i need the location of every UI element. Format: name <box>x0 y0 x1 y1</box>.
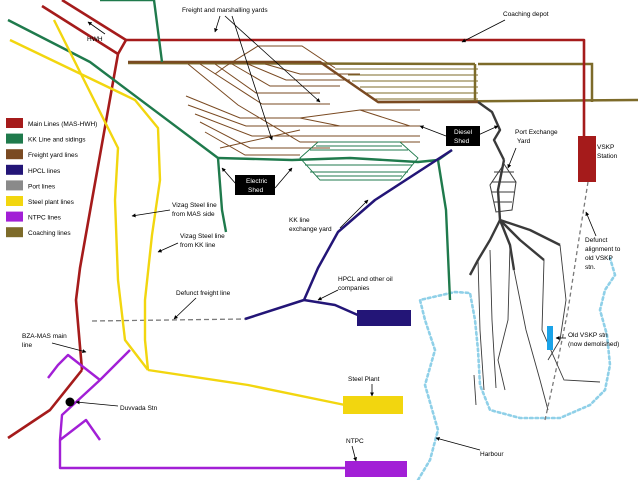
legend-label: Coaching lines <box>28 230 71 237</box>
legend-label: Steel plant lines <box>28 199 75 206</box>
old-vskp-label-2: (now demolished) <box>568 341 619 348</box>
hwh-label: HWH <box>87 36 103 43</box>
legend-swatch <box>6 211 23 222</box>
port-exchange-yard <box>489 163 517 213</box>
duvvada-station-dot <box>65 397 75 407</box>
harbour-label: Harbour <box>480 451 504 458</box>
old-vskp-marker <box>547 326 553 350</box>
legend-swatch <box>6 149 23 160</box>
kk-exchange-label-1: KK line <box>289 217 310 224</box>
legend-swatch <box>6 118 23 128</box>
electric-shed-label-1: Electric <box>246 178 268 185</box>
ntpc-label: NTPC <box>346 438 364 445</box>
harbour-outline <box>416 256 617 480</box>
kk-exchange-yard <box>299 141 419 181</box>
port-exchange-label-2: Yard <box>517 138 531 145</box>
hpcl-lines <box>244 148 453 321</box>
freight-yard-lines <box>128 60 478 104</box>
electric-shed-label-2: Shed <box>248 187 264 194</box>
legend-swatch <box>6 196 23 206</box>
legend-swatch <box>6 164 23 175</box>
coaching-depot-label: Coaching depot <box>503 11 549 18</box>
legend-swatch <box>6 180 23 191</box>
diesel-shed-block <box>446 126 480 146</box>
steel-plant-block <box>343 396 403 414</box>
kk-exchange-label-2: exchange yard <box>289 226 332 233</box>
steel-plant-label: Steel Plant <box>348 376 380 383</box>
vizag-kk-label-1: Vizag Steel line <box>180 233 225 240</box>
vskp-station-label-2: Station <box>597 153 618 160</box>
old-vskp-label-1: Old VSKP stn <box>568 332 608 339</box>
vskp-station-block <box>578 136 596 182</box>
defunct-alignment-label-3: old VSKP <box>585 255 613 262</box>
legend: Main Lines (MAS-HWH) KK Line and sidingsF… <box>6 118 97 238</box>
defunct-alignment-line <box>544 181 589 421</box>
electric-shed-block <box>235 175 275 195</box>
pointer-arrows <box>51 15 597 462</box>
diesel-shed-label-2: Shed <box>454 138 470 145</box>
vizag-mas-label-1: Vizag Steel line <box>172 202 217 209</box>
legend-label: Freight yard lines <box>28 152 79 159</box>
steel-plant-lines <box>9 19 346 407</box>
vskp-station-label-1: VSKP <box>597 144 614 151</box>
legend-swatch <box>6 227 23 238</box>
defunct-alignment-label-4: stn. <box>585 264 596 271</box>
ntpc-lines <box>47 349 345 470</box>
legend-label: Main Lines (MAS-HWH) <box>28 121 97 128</box>
defunct-alignment-label-2: alignment to <box>585 246 621 253</box>
defunct-alignment-label-1: Defunct <box>585 237 608 244</box>
legend-swatch <box>6 133 23 144</box>
duvvada-label: Duvvada Stn <box>120 405 158 412</box>
legend-label: HPCL lines <box>28 168 61 175</box>
freight-yards-label: Freight and marshalling yards <box>182 7 268 14</box>
defunct-freight-line <box>91 318 246 322</box>
hpcl-terminal <box>357 310 411 326</box>
bza-label-1: BZA-MAS main <box>22 333 67 340</box>
legend-label: NTPC lines <box>28 215 62 222</box>
ntpc-block <box>345 461 407 477</box>
hpcl-label-2: companies <box>338 285 370 292</box>
bza-label-2: line <box>22 342 33 349</box>
vizag-mas-label-2: from MAS side <box>172 211 215 218</box>
coaching-depot-sidings <box>335 68 478 100</box>
diesel-shed-label-1: Diesel <box>454 129 473 136</box>
legend-label: KK Line and sidings <box>28 137 86 144</box>
main-lines <box>7 0 586 440</box>
port-exchange-label-1: Port Exchange <box>515 129 558 136</box>
defunct-freight-label: Defunct freight line <box>176 290 231 297</box>
port-sidings <box>473 244 601 411</box>
hpcl-label-1: HPCL and other oil <box>338 276 393 283</box>
vizag-kk-label-2: from KK line <box>180 242 216 249</box>
legend-label: Port lines <box>28 183 56 190</box>
